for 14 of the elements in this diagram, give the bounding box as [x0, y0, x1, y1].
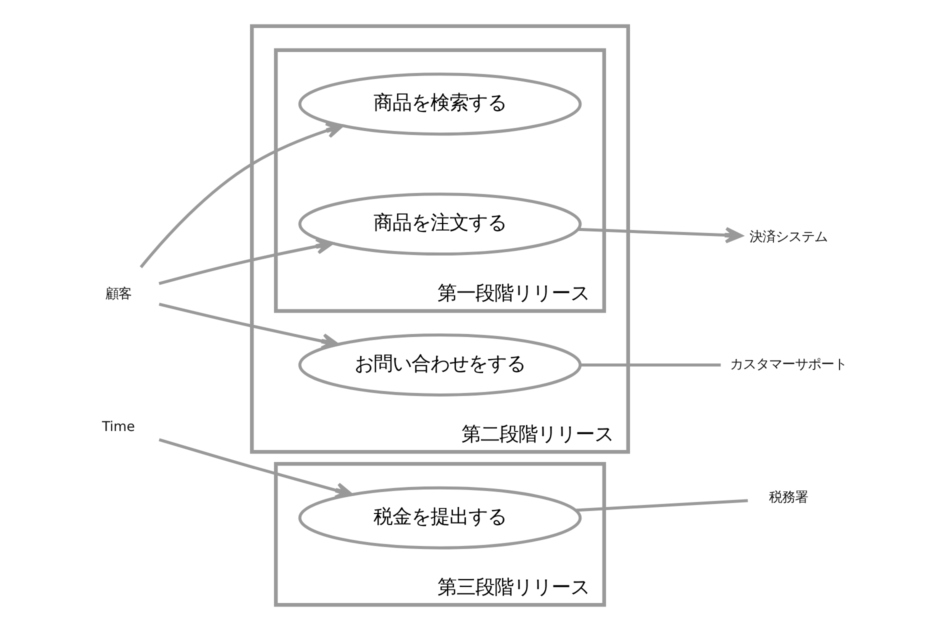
node-text: 決済システム: [750, 228, 828, 245]
node-text: 顧客: [105, 286, 132, 302]
arrow: [158, 438, 354, 499]
arrow: [578, 226, 743, 244]
node-text: カスタマーサポート: [730, 356, 848, 372]
arrow: [140, 122, 344, 268]
node-ellipse: 商品を検索する: [298, 72, 582, 136]
arrow: [158, 302, 340, 350]
connector: [580, 363, 721, 366]
arrow: [158, 238, 334, 286]
connector: [576, 499, 748, 512]
node-text: Time: [102, 419, 135, 436]
node-ellipse: 税金を提出する: [298, 486, 582, 550]
node-text: 税務署: [769, 490, 808, 506]
